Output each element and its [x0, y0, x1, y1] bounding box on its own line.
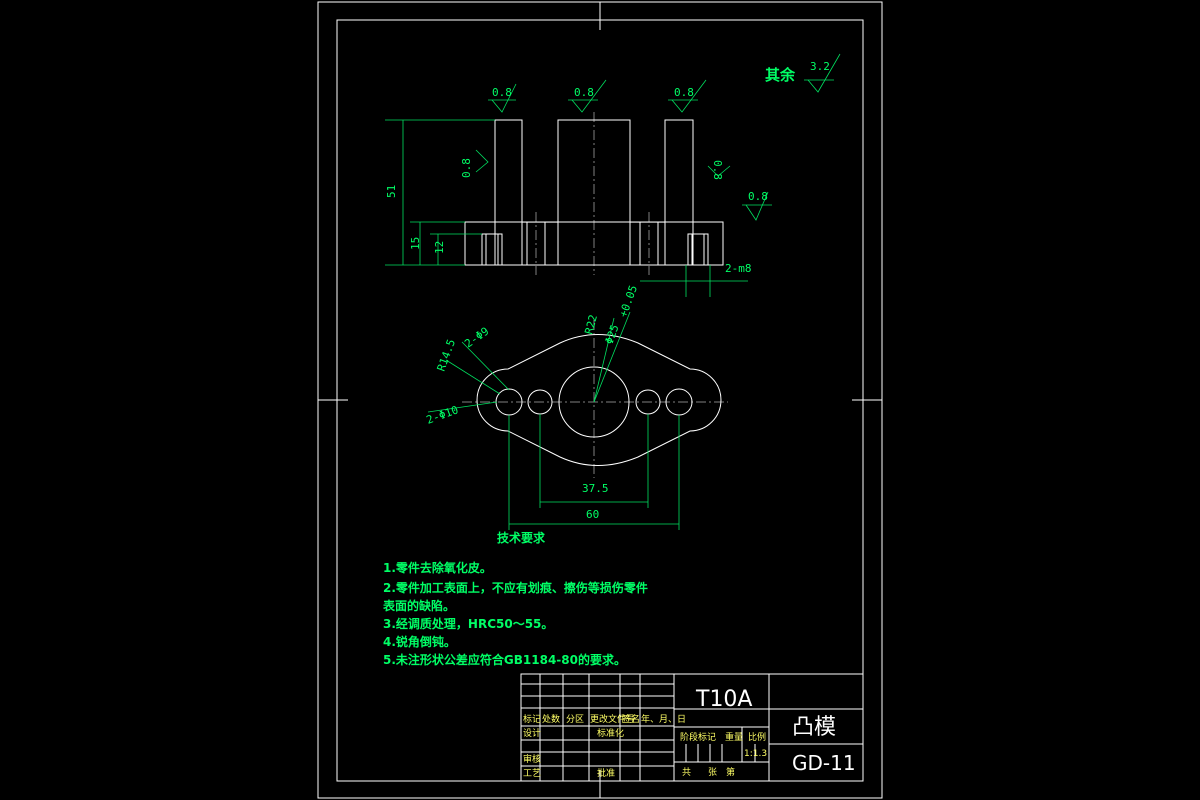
ra-other-value: 3.2 — [810, 60, 830, 73]
note-5: 5.未注形状公差应符合GB1184-80的要求。 — [383, 652, 626, 667]
label-sheets-total: 共 — [682, 767, 691, 778]
label-sheet-no: 第 — [726, 766, 735, 778]
left-post — [494, 119, 523, 266]
material: T10A — [695, 687, 752, 712]
dim-d25: Φ25 — [603, 323, 622, 346]
part-outline — [476, 334, 722, 466]
ra-top-center: 0.8 — [574, 86, 594, 99]
hdr-mark: 标记 — [523, 713, 541, 725]
label-process: 工艺 — [523, 768, 541, 779]
label-scale: 比例 — [748, 731, 766, 743]
note-1: 1.零件去除氧化皮。 — [383, 560, 492, 575]
ra-base: 0.8 — [748, 190, 768, 203]
label-stage: 阶段标记 — [680, 731, 716, 743]
right-post — [664, 119, 694, 266]
note-2b: 表面的缺陷。 — [382, 598, 455, 613]
note-2: 2.零件加工表面上，不应有划痕、擦伤等损伤零件 — [383, 580, 648, 595]
drawing-number: GD-11 — [792, 751, 856, 775]
dim-2-d10: 2-Φ10 — [425, 403, 461, 427]
dim-2-d9: 2-Φ9 — [462, 325, 491, 351]
section-dimensions — [385, 119, 748, 297]
label-review: 审核 — [523, 753, 541, 765]
label-design: 设计 — [523, 727, 541, 739]
title-block — [520, 673, 864, 782]
hdr-zone: 分区 — [566, 714, 584, 725]
label-standard: 标准化 — [597, 727, 624, 739]
scale-value: 1:1.3 — [744, 749, 767, 759]
dim-51: 51 — [385, 185, 398, 198]
label-sheets: 张 — [708, 767, 717, 778]
dim-m8: 2-m8 — [725, 262, 752, 275]
dim-r14-5: R14.5 — [435, 337, 459, 373]
roughness-symbols — [475, 53, 841, 221]
notes-title: 技术要求 — [497, 530, 546, 545]
dim-r22: R22 — [582, 313, 600, 336]
dim-15: 15 — [409, 237, 422, 250]
ra-other-label: 其余 — [765, 66, 796, 84]
note-4: 4.锐角倒钝。 — [383, 634, 456, 649]
ra-top-left: 0.8 — [492, 86, 512, 99]
dim-60: 60 — [586, 508, 599, 521]
ra-top-right: 0.8 — [674, 86, 694, 99]
dim-37-5: 37.5 — [582, 482, 609, 495]
ra-left-side: 0.8 — [460, 158, 473, 178]
hdr-sign: 签名 — [622, 713, 640, 725]
note-3: 3.经调质处理，HRC50～55。 — [383, 616, 553, 631]
center-marks — [318, 2, 882, 798]
dim-d25-tol: +0.05 — [617, 283, 641, 319]
label-weight: 重量 — [725, 731, 743, 743]
part-name: 凸模 — [792, 715, 836, 740]
top-view-dimensions — [427, 311, 680, 530]
label-approve: 批准 — [597, 767, 615, 779]
hdr-count: 处数 — [542, 713, 560, 725]
dim-12: 12 — [433, 241, 446, 254]
hdr-date: 年、月、日 — [641, 713, 686, 725]
hdr-file: 更改文件号 — [590, 713, 635, 725]
section-view — [464, 112, 724, 275]
ra-right-side: 0.8 — [711, 160, 724, 180]
